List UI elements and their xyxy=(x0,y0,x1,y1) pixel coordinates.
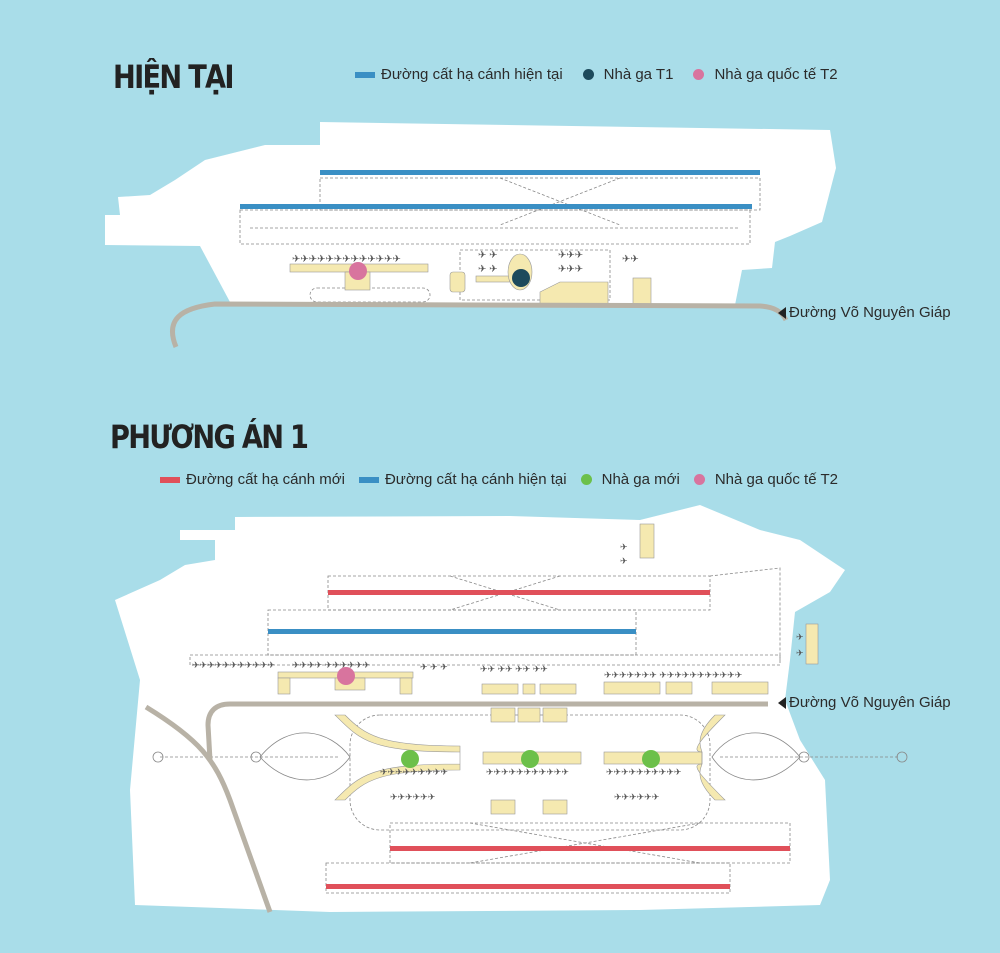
legend-label: Đường cất hạ cánh hiện tại xyxy=(381,66,563,83)
svg-text:✈✈✈✈✈✈✈✈✈: ✈✈✈✈✈✈✈✈✈ xyxy=(380,767,448,777)
plan1-new-runway-1 xyxy=(328,590,710,595)
new-terminal-dot-icon xyxy=(580,474,592,485)
plan1-road-label: Đường Võ Nguyên Giáp xyxy=(778,694,951,711)
svg-text:✈✈✈✈✈✈✈✈✈✈: ✈✈✈✈✈✈✈✈✈✈ xyxy=(606,767,682,777)
current-taxiways xyxy=(239,177,761,303)
t2-dot-icon xyxy=(693,69,705,80)
svg-text:✈✈✈✈ ✈✈✈✈✈✈: ✈✈✈✈ ✈✈✈✈✈✈ xyxy=(292,660,370,670)
legend-label: Đường cất hạ cánh mới xyxy=(186,471,345,488)
svg-text:✈✈✈✈✈✈: ✈✈✈✈✈✈ xyxy=(390,792,436,802)
svg-text:✈ ✈: ✈ ✈ xyxy=(478,250,498,261)
legend-label: Đường cất hạ cánh hiện tại xyxy=(384,471,567,488)
legend-item-existing-runway: Đường cất hạ cánh hiện tại xyxy=(355,66,563,83)
current-legend: Đường cất hạ cánh hiện tại Nhà ga T1 Nhà… xyxy=(355,66,858,83)
t2-dot-icon xyxy=(693,474,705,485)
svg-text:✈✈: ✈✈ xyxy=(622,254,639,265)
plan1-legend: Đường cất hạ cánh mới Đường cất hạ cánh … xyxy=(160,471,858,488)
svg-text:✈: ✈ xyxy=(796,632,804,642)
legend-label: Nhà ga mới xyxy=(601,471,680,488)
legend-label: Nhà ga quốc tế T2 xyxy=(714,471,838,488)
current-road xyxy=(169,301,789,348)
plan1-new-terminal-1 xyxy=(401,750,419,768)
runway-swatch xyxy=(358,476,379,483)
t1-dot-icon xyxy=(582,69,594,80)
svg-text:✈✈ ✈✈ ✈✈ ✈✈: ✈✈ ✈✈ ✈✈ ✈✈ xyxy=(480,664,548,674)
legend-item-t2: Nhà ga quốc tế T2 xyxy=(693,471,838,488)
plan1-road-vo-nguyen-giap xyxy=(205,701,768,761)
plan1-title: PHƯƠNG ÁN 1 xyxy=(110,418,309,456)
plan1-existing-runway xyxy=(268,629,636,634)
svg-text:✈✈✈✈✈✈✈✈✈✈✈: ✈✈✈✈✈✈✈✈✈✈✈ xyxy=(192,660,275,670)
plan1-road-diagonal xyxy=(144,704,273,913)
svg-text:✈✈✈: ✈✈✈ xyxy=(558,250,583,261)
plan1-map: ✈✈✈✈✈✈✈✈✈✈✈ ✈✈✈✈ ✈✈✈✈✈✈ ✈ ✈ ✈ ✈✈ ✈✈ ✈✈ ✈… xyxy=(115,505,908,913)
current-t2-marker xyxy=(349,262,367,280)
pointer-triangle-icon xyxy=(778,696,786,709)
svg-text:✈✈✈✈✈✈✈✈✈✈✈✈✈: ✈✈✈✈✈✈✈✈✈✈✈✈✈ xyxy=(292,254,401,265)
plan1-land xyxy=(115,505,845,912)
legend-item-new-runway: Đường cất hạ cánh mới xyxy=(160,471,345,488)
svg-text:✈: ✈ xyxy=(796,648,804,658)
plan1-interchanges xyxy=(152,732,908,781)
plan1-aircraft-stands: ✈✈✈✈✈✈✈✈✈✈✈ ✈✈✈✈ ✈✈✈✈✈✈ ✈ ✈ ✈ ✈✈ ✈✈ ✈✈ ✈… xyxy=(192,542,804,802)
current-land xyxy=(105,122,836,305)
current-aircraft-stands: ✈✈✈✈✈✈✈✈✈✈✈✈✈ ✈ ✈ ✈ ✈ ✈✈✈ ✈✈✈ ✈✈ xyxy=(292,250,639,275)
svg-text:✈✈✈✈✈✈: ✈✈✈✈✈✈ xyxy=(614,792,660,802)
svg-text:✈: ✈ xyxy=(620,556,628,566)
runway-swatch xyxy=(355,71,375,78)
svg-text:✈: ✈ xyxy=(620,542,628,552)
plan1-new-runway-3 xyxy=(326,884,730,889)
svg-text:✈ ✈ ✈: ✈ ✈ ✈ xyxy=(420,662,448,672)
current-t1-marker xyxy=(512,269,530,287)
current-road-label: Đường Võ Nguyên Giáp xyxy=(778,304,951,321)
legend-item-t1: Nhà ga T1 xyxy=(582,66,674,83)
legend-item-existing-runway: Đường cất hạ cánh hiện tại xyxy=(358,471,567,488)
legend-label: Nhà ga quốc tế T2 xyxy=(714,66,838,83)
current-title: HIỆN TẠI xyxy=(113,58,235,96)
svg-text:✈✈✈✈✈✈✈✈✈✈✈: ✈✈✈✈✈✈✈✈✈✈✈ xyxy=(486,767,569,777)
svg-text:✈✈✈✈✈✈✈ ✈✈✈✈✈✈✈✈✈✈✈: ✈✈✈✈✈✈✈ ✈✈✈✈✈✈✈✈✈✈✈ xyxy=(604,670,743,680)
current-map: ✈✈✈✈✈✈✈✈✈✈✈✈✈ ✈ ✈ ✈ ✈ ✈✈✈ ✈✈✈ ✈✈ xyxy=(105,122,836,348)
current-runway-1 xyxy=(320,170,760,175)
plan1-t2-marker xyxy=(337,667,355,685)
pointer-triangle-icon xyxy=(778,306,786,319)
legend-label: Nhà ga T1 xyxy=(603,66,674,83)
new-runway-swatch xyxy=(160,476,180,483)
road-label-text: Đường Võ Nguyên Giáp xyxy=(789,694,951,711)
legend-item-new-terminal: Nhà ga mới xyxy=(580,471,680,488)
legend-item-t2: Nhà ga quốc tế T2 xyxy=(693,66,838,83)
svg-text:✈ ✈: ✈ ✈ xyxy=(478,264,498,275)
plan1-new-terminal-3 xyxy=(642,750,660,768)
road-label-text: Đường Võ Nguyên Giáp xyxy=(789,304,951,321)
current-runway-2 xyxy=(240,204,752,209)
plan1-new-runway-2 xyxy=(390,846,790,851)
plan1-new-terminal-2 xyxy=(521,750,539,768)
svg-text:✈✈✈: ✈✈✈ xyxy=(558,264,583,275)
